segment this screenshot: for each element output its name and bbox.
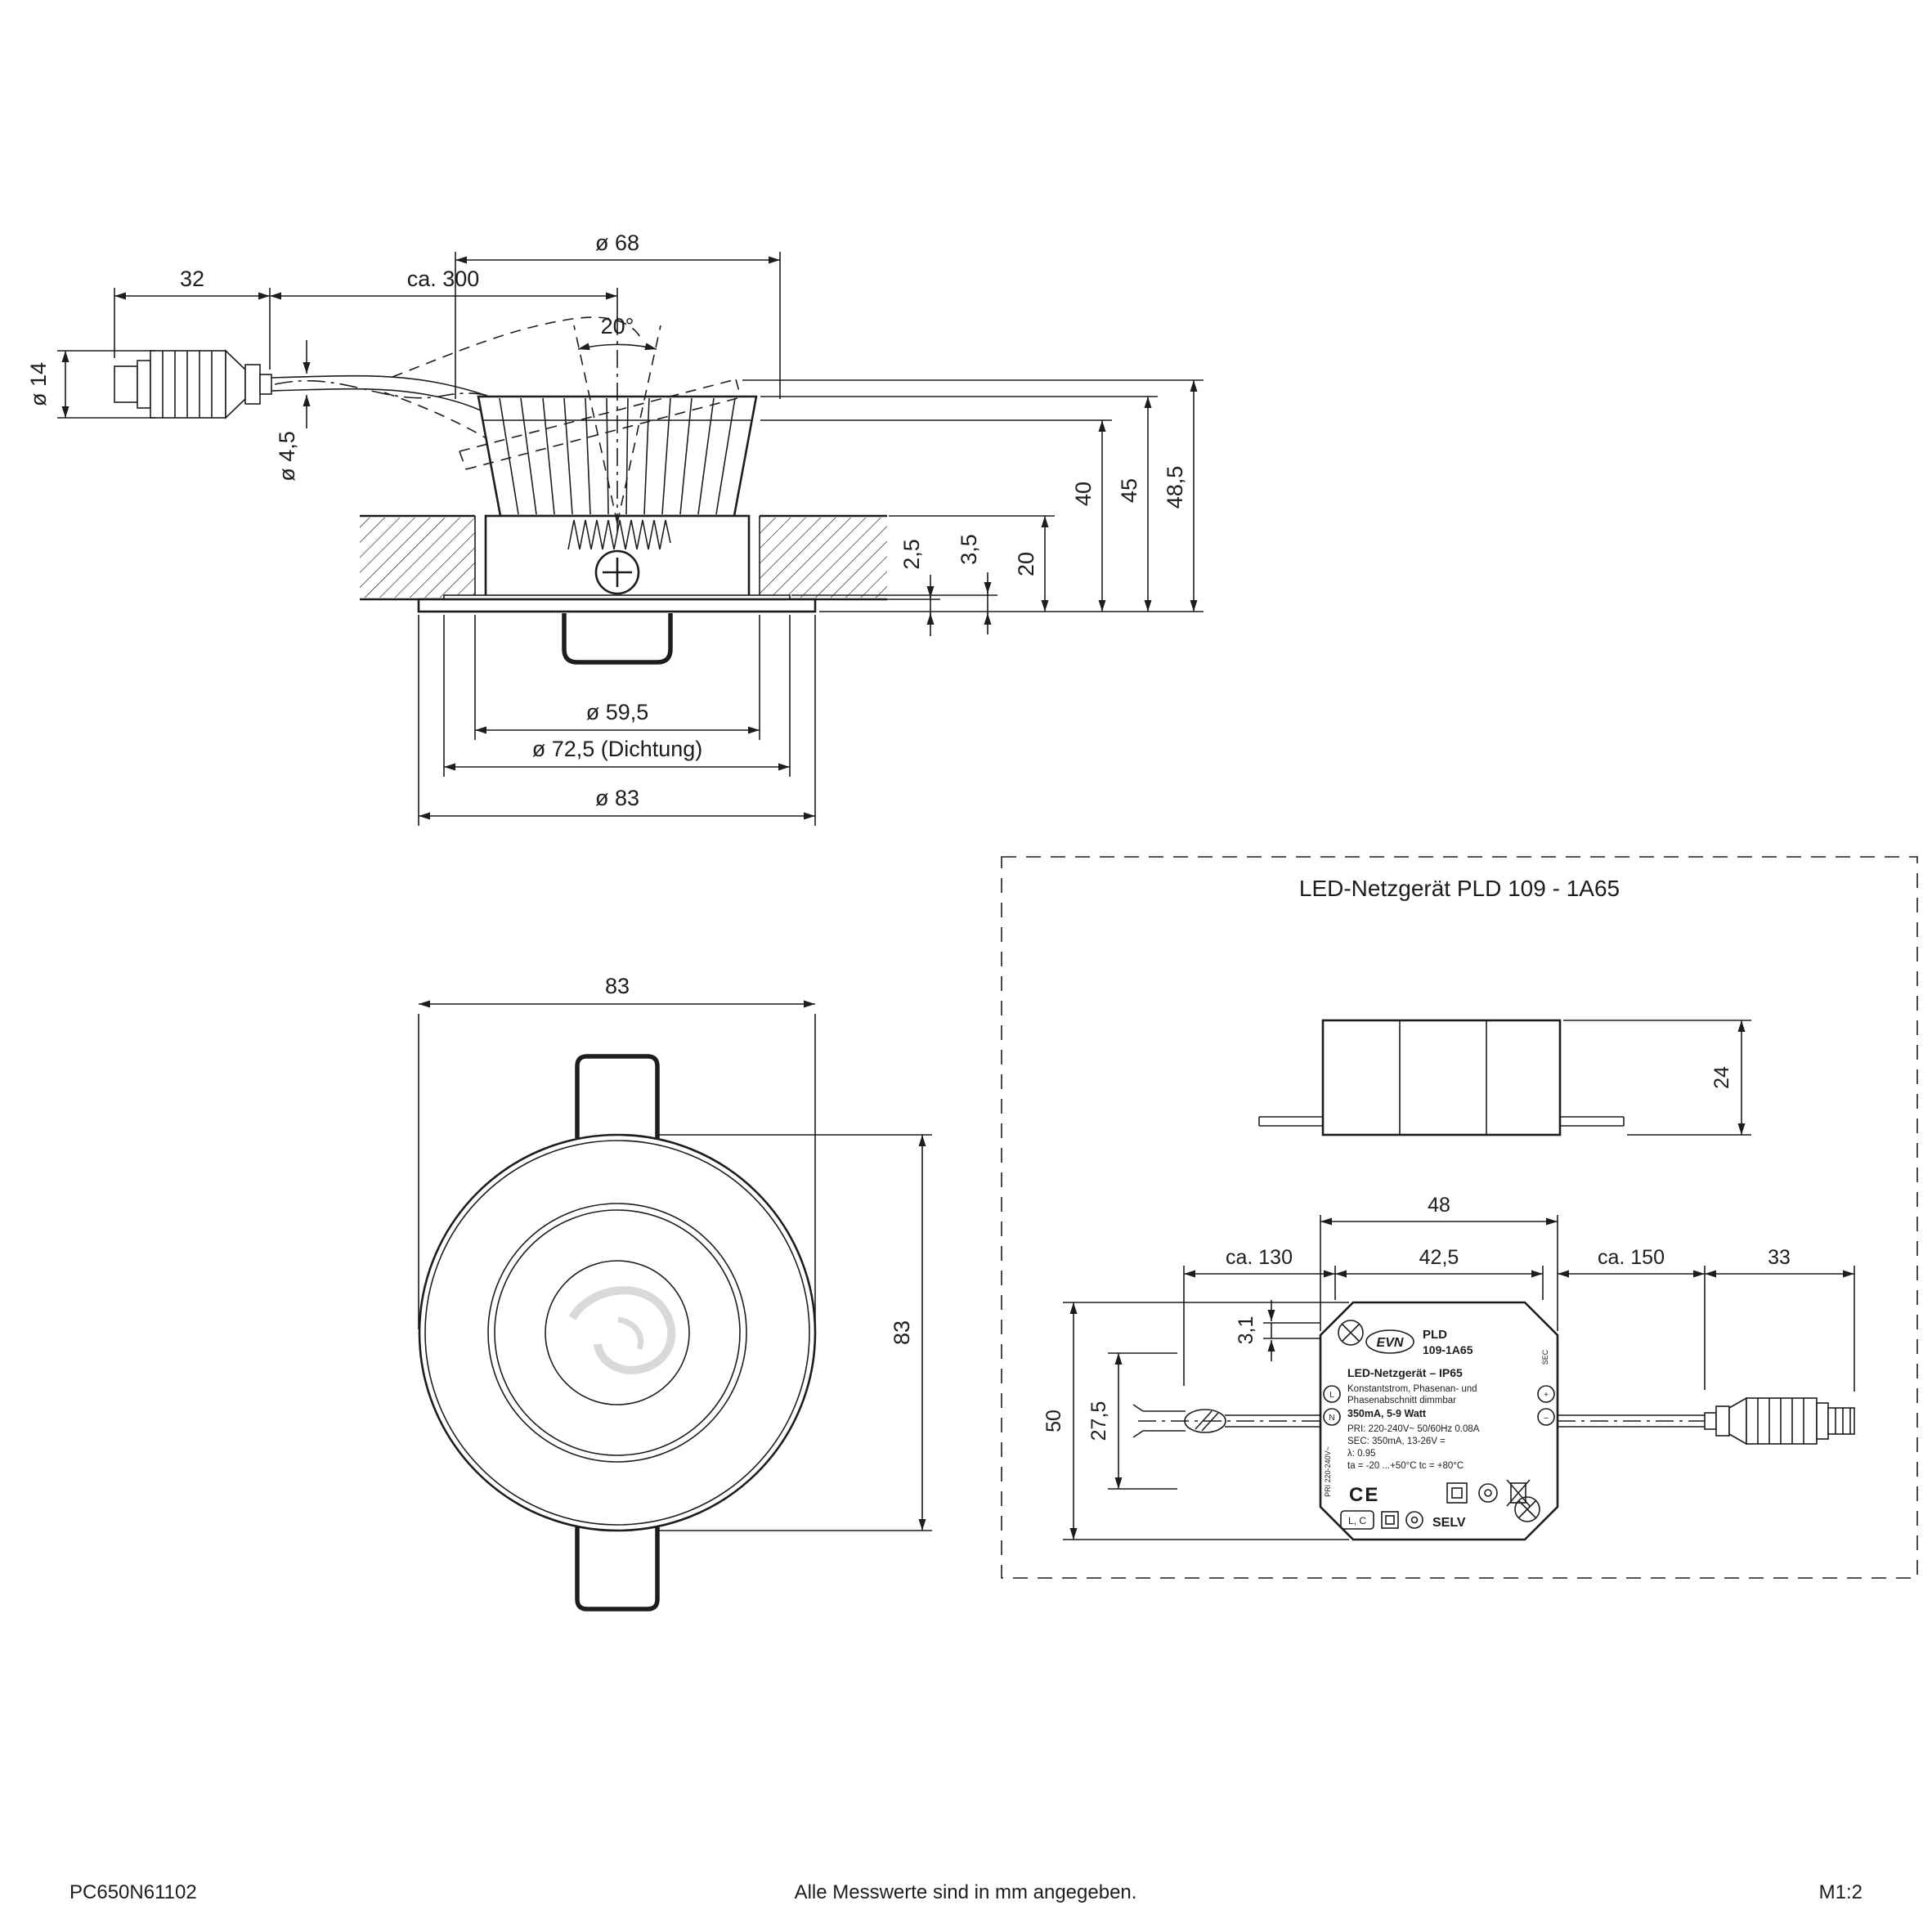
sec-label: SEC: 350mA, 13-26V = bbox=[1347, 1437, 1446, 1446]
dim-label-27-5: 27,5 bbox=[1087, 1401, 1110, 1441]
retaining-spring bbox=[567, 519, 671, 550]
dim-label-ca300: ca. 300 bbox=[407, 267, 480, 291]
lc-label: L, C bbox=[1348, 1515, 1366, 1526]
dim-label-45: 45 bbox=[1117, 478, 1141, 503]
lamp-lens bbox=[545, 1260, 690, 1405]
temp-label: ta = -20 ...+50°C tc = +80°C bbox=[1347, 1461, 1464, 1471]
power-label: 350mA, 5-9 Watt bbox=[1347, 1408, 1427, 1419]
driver-connector bbox=[1704, 1396, 1855, 1446]
weee-bin-icon bbox=[1506, 1479, 1531, 1507]
pri-label: PRI: 220-240V~ 50/60Hz 0.08A bbox=[1347, 1424, 1480, 1434]
screw-top-left bbox=[1338, 1320, 1364, 1346]
desc-line2: Phasenabschnitt dimmbar bbox=[1347, 1396, 1456, 1405]
driver-side-view: 24 bbox=[1258, 1019, 1751, 1136]
fixing-screw bbox=[594, 549, 640, 595]
driver-width-dimensions: 48 42,5 ca. 130 ca. 150 33 bbox=[1183, 1194, 1855, 1392]
dim-label-20: 20 bbox=[1014, 552, 1038, 576]
driver-height-dimensions: 3,1 50 27,5 bbox=[1042, 1300, 1349, 1540]
ceiling-section bbox=[360, 514, 887, 601]
trim-flange bbox=[417, 598, 817, 613]
dim-label-front-h83: 83 bbox=[890, 1320, 914, 1345]
dim-label-ca130: ca. 130 bbox=[1226, 1246, 1293, 1269]
side-view: 20° ø 14 32 ca. 300 ø 68 bbox=[26, 231, 1204, 826]
mounting-bracket bbox=[562, 613, 673, 665]
driver-panel: LED-Netzgerät PLD 109 - 1A65 24 48 bbox=[1001, 856, 1918, 1579]
svg-text:–: – bbox=[1544, 1414, 1549, 1423]
dim-label-2-5: 2,5 bbox=[899, 539, 924, 570]
dim-front-height: 83 bbox=[659, 1134, 932, 1531]
pri-side-label: PRI 220-240V~ bbox=[1324, 1446, 1332, 1497]
driver-left-cable bbox=[1132, 1404, 1320, 1438]
model-bottom-label: 109-1A65 bbox=[1423, 1343, 1473, 1356]
screw-bottom-right bbox=[1514, 1496, 1540, 1522]
dim-d45-cable: ø 4,5 bbox=[275, 340, 311, 482]
dim-d68: ø 68 bbox=[455, 231, 781, 399]
lamp-outer-ring bbox=[418, 1133, 817, 1532]
dim-label-front-w83: 83 bbox=[605, 974, 630, 998]
dim-32-ca300: 32 ca. 300 bbox=[114, 267, 618, 370]
front-view: 83 83 bbox=[418, 974, 932, 1611]
evn-logo: EVN bbox=[1365, 1329, 1414, 1354]
dim-label-48: 48 bbox=[1428, 1194, 1450, 1217]
tilt-construction bbox=[459, 317, 742, 536]
dim-label-d14: ø 14 bbox=[26, 362, 51, 406]
class2-icon-small bbox=[1381, 1511, 1399, 1529]
height-dimensions: 2,5 3,5 20 40 45 48,5 bbox=[742, 379, 1204, 636]
double-insulation-icon bbox=[1446, 1482, 1468, 1504]
dashed-frame bbox=[1001, 856, 1918, 1579]
sec-side-label: SEC bbox=[1541, 1349, 1549, 1365]
dim-front-width: 83 bbox=[418, 974, 816, 1329]
dim-label-42-5: 42,5 bbox=[1419, 1246, 1459, 1269]
lambda-label: λ: 0.95 bbox=[1347, 1449, 1376, 1459]
circle-icon-small bbox=[1405, 1511, 1423, 1529]
svg-text:N: N bbox=[1329, 1414, 1334, 1423]
spring-clip-top bbox=[575, 1054, 660, 1138]
dim-label-24: 24 bbox=[1710, 1066, 1733, 1089]
type-label: LED-Netzgerät – IP65 bbox=[1347, 1366, 1463, 1379]
doc-number: PC650N61102 bbox=[69, 1881, 197, 1903]
scale-label: M1:2 bbox=[1819, 1881, 1863, 1903]
lamp-bezel bbox=[487, 1203, 747, 1463]
brand-label: EVN bbox=[1377, 1336, 1404, 1350]
dim-label-3-1: 3,1 bbox=[1235, 1316, 1257, 1345]
dim-label-33: 33 bbox=[1768, 1246, 1791, 1269]
terminal-l: L bbox=[1323, 1385, 1341, 1403]
terminal-plus: + bbox=[1537, 1385, 1555, 1403]
cable-connector bbox=[114, 349, 272, 419]
dim-label-40: 40 bbox=[1071, 482, 1096, 506]
f-mark-icon bbox=[1478, 1483, 1498, 1503]
terminal-minus: – bbox=[1537, 1408, 1555, 1426]
driver-body: EVN PLD 109-1A65 LED-Netzgerät – IP65 Ko… bbox=[1319, 1301, 1559, 1541]
model-top-label: PLD bbox=[1423, 1328, 1447, 1342]
lc-box: L, C bbox=[1340, 1510, 1374, 1530]
selv-label: SELV bbox=[1432, 1516, 1466, 1530]
dim-label-d68: ø 68 bbox=[595, 231, 639, 255]
driver-right-cable bbox=[1558, 1414, 1709, 1428]
dim-label-d45: ø 4,5 bbox=[275, 431, 299, 482]
dim-d14: ø 14 bbox=[26, 350, 155, 419]
dim-label-3-5: 3,5 bbox=[957, 534, 981, 565]
dim-label-d72-5: ø 72,5 (Dichtung) bbox=[532, 737, 703, 761]
ce-mark: CE bbox=[1349, 1484, 1379, 1506]
dim-label-48-5: 48,5 bbox=[1163, 466, 1187, 509]
units-note: Alle Messwerte sind in mm angegeben. bbox=[795, 1881, 1137, 1903]
driver-title: LED-Netzgerät PLD 109 - 1A65 bbox=[1299, 876, 1620, 901]
dim-label-d59-5: ø 59,5 bbox=[586, 700, 649, 724]
diameter-dimensions: ø 59,5 ø 72,5 (Dichtung) ø 83 bbox=[418, 615, 816, 826]
dim-label-50: 50 bbox=[1042, 1410, 1065, 1432]
dim-label-32: 32 bbox=[180, 267, 204, 291]
dim-label-ca150: ca. 150 bbox=[1598, 1246, 1665, 1269]
dim-label-d83: ø 83 bbox=[595, 786, 639, 810]
spring-clip-bottom bbox=[575, 1527, 660, 1611]
terminal-n: N bbox=[1323, 1408, 1341, 1426]
footer: PC650N61102 Alle Messwerte sind in mm an… bbox=[69, 1881, 1863, 1903]
desc-line1: Konstantstrom, Phasenan- und bbox=[1347, 1384, 1477, 1394]
svg-text:+: + bbox=[1544, 1391, 1549, 1400]
lens-watermark bbox=[568, 1286, 676, 1374]
svg-text:L: L bbox=[1329, 1391, 1334, 1400]
